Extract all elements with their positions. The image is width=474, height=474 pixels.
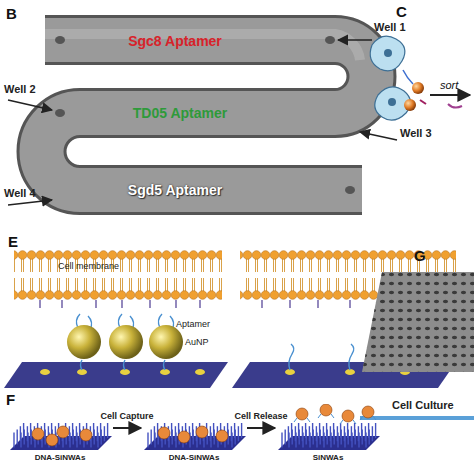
process-arrow <box>113 427 141 429</box>
array-caption: SiNWAs <box>313 453 344 462</box>
panel-letter: E <box>8 234 18 249</box>
annotation-label: AuNP <box>185 338 209 347</box>
channel-band: TD05 Aptamer <box>85 98 275 128</box>
nanowire-array: DNA-SiNWAs <box>8 404 112 466</box>
array-caption: DNA-SiNWAs <box>35 453 86 462</box>
nanowire-array <box>8 404 112 452</box>
panel-letter: B <box>6 6 17 21</box>
annotation-label: sort <box>440 80 458 91</box>
band-label: Sgc8 Aptamer <box>128 33 222 49</box>
step-label: Cell Capture <box>100 412 153 421</box>
process-arrow <box>247 427 275 429</box>
band-label: TD05 Aptamer <box>133 105 227 121</box>
annotation-label: Cell Culture <box>392 400 454 411</box>
annotation-label: Well 3 <box>400 128 432 139</box>
annotation-label: Well 1 <box>374 22 406 33</box>
annotation-label: Aptamer <box>176 320 210 329</box>
annotation-label: Well 2 <box>4 84 36 95</box>
annotation-label: Well 4 <box>4 188 36 199</box>
step-label: Cell Release <box>234 412 287 421</box>
nanowire-array <box>276 404 380 452</box>
nanowire-array: DNA-SiNWAs <box>142 404 246 466</box>
panel-letter: C <box>396 4 407 19</box>
nanowire-array: SiNWAs <box>276 404 380 466</box>
panel-letter: G <box>414 248 426 263</box>
band-label: Sgd5 Aptamer <box>128 182 222 198</box>
channel-band: Sgd5 Aptamer <box>80 175 270 205</box>
array-caption: DNA-SiNWAs <box>169 453 220 462</box>
nanowire-array <box>142 404 246 452</box>
annotation-label: Cell membrane <box>58 262 119 271</box>
channel-band: Sgc8 Aptamer <box>80 26 270 56</box>
panel-letter: F <box>6 392 15 407</box>
